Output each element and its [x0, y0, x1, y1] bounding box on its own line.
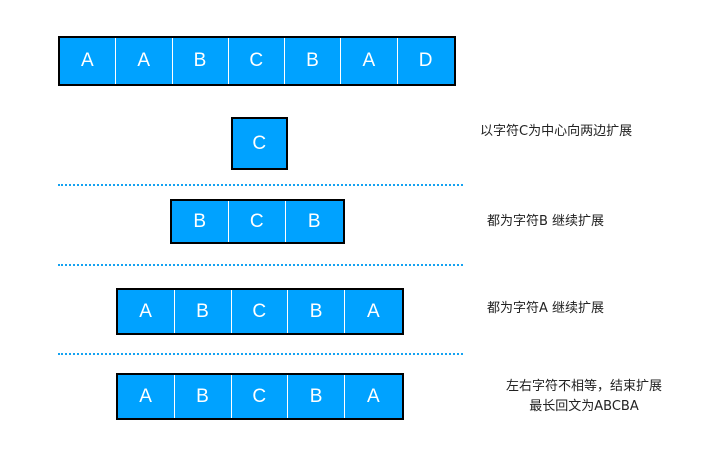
- char-cell: B: [285, 38, 342, 84]
- dotted-divider: [58, 184, 463, 186]
- caption-stop: 左右字符不相等，结束扩展 最长回文为ABCBA: [505, 379, 662, 414]
- dotted-divider: [58, 353, 463, 355]
- char-cell: A: [341, 38, 398, 84]
- char-cell: A: [345, 290, 402, 333]
- char-cell: B: [286, 201, 343, 242]
- char-cell: B: [288, 290, 346, 333]
- char-cell: A: [345, 375, 402, 418]
- string-row-bcb: B C B: [170, 199, 345, 244]
- string-row-full: A A B C B A D: [58, 36, 456, 86]
- char-cell: C: [228, 38, 286, 84]
- char-cell: B: [288, 375, 346, 418]
- char-cell: B: [174, 290, 232, 333]
- string-row-abcba-final: A B C B A: [116, 373, 404, 420]
- char-cell: C: [231, 375, 289, 418]
- char-cell: D: [397, 38, 454, 84]
- string-row-abcba-expand: A B C B A: [116, 288, 404, 335]
- char-cell: C: [231, 290, 289, 333]
- char-cell: B: [172, 201, 229, 242]
- char-cell: B: [172, 38, 229, 84]
- char-cell: A: [116, 38, 173, 84]
- char-cell: A: [118, 375, 175, 418]
- caption-center: 以字符C为中心向两边扩展: [480, 124, 633, 139]
- char-cell: B: [174, 375, 232, 418]
- char-cell: A: [118, 290, 175, 333]
- caption-expand-b: 都为字符B 继续扩展: [487, 214, 605, 229]
- char-cell: A: [60, 38, 117, 84]
- caption-expand-a: 都为字符A 继续扩展: [487, 301, 605, 316]
- dotted-divider: [58, 264, 463, 266]
- string-row-center: C: [231, 117, 288, 170]
- char-cell: C: [233, 119, 286, 168]
- char-cell: C: [229, 201, 286, 242]
